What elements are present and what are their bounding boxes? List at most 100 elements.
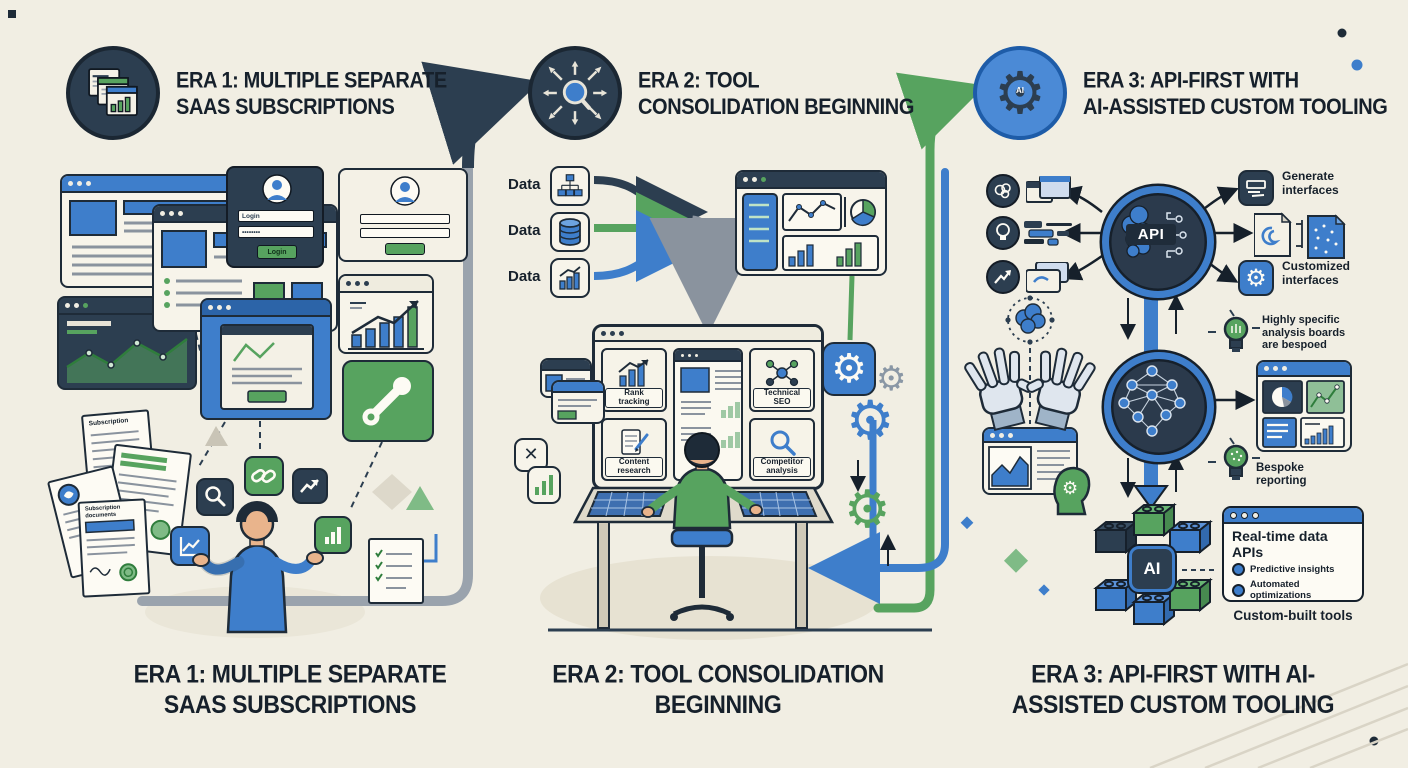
spine-side-arrows xyxy=(1120,294,1184,498)
era1-header: ERA 1: MULTIPLE SEPARATE SAAS SUBSCRIPTI… xyxy=(66,46,447,140)
small-gear-icon: ⚙ xyxy=(876,359,907,399)
brain-icon xyxy=(994,183,1011,199)
module-rank-tracking: Rank tracking xyxy=(601,348,667,412)
gear-icon: ⚙ xyxy=(1245,264,1267,292)
doc-body xyxy=(84,519,138,582)
data-source-chart-tile xyxy=(550,258,590,298)
trend-arrow-icon xyxy=(300,479,319,493)
bullet-icon xyxy=(1232,563,1245,576)
era2-dashboard-window xyxy=(735,170,887,276)
window-titlebar xyxy=(202,300,330,317)
panel-titlebar xyxy=(1224,508,1362,524)
x-icon: ✕ xyxy=(523,444,539,465)
era3-caption-line2: ASSISTED CUSTOM TOOLING xyxy=(1011,689,1335,718)
technical-seo-icon xyxy=(765,359,799,387)
link-icon xyxy=(251,468,276,484)
era3-header-line2: AI-ASSISTED CUSTOM TOOLING xyxy=(1083,95,1388,120)
doc-lines xyxy=(114,452,177,540)
era2-header-title: ERA 2: TOOL CONSOLIDATION BEGINNING xyxy=(638,69,914,121)
panel-content xyxy=(680,367,741,448)
password-field xyxy=(360,228,450,238)
decor-shapes xyxy=(8,10,1408,768)
data-to-monitor-arrow xyxy=(649,215,767,335)
node-link-icon xyxy=(362,377,411,426)
username-field xyxy=(360,214,450,224)
monitor-titlebar xyxy=(595,327,821,342)
data-source-hierarchy-tile xyxy=(550,166,590,206)
gear-icon: ⚙ xyxy=(831,346,867,392)
hierarchy-icon xyxy=(557,174,583,197)
inner-window-content xyxy=(232,342,302,403)
database-icon xyxy=(559,218,581,246)
era3-caption-line1: ERA 3: API-FIRST WITH AI- xyxy=(1031,660,1315,689)
era1-header-title: ERA 1: MULTIPLE SEPARATE SAAS SUBSCRIPTI… xyxy=(176,69,447,121)
ai-chip: AI xyxy=(1129,546,1175,592)
line-chart-icon xyxy=(179,537,200,557)
era2-blue-return-pipe xyxy=(808,168,949,604)
corner-diagonal-lines xyxy=(1149,662,1408,768)
generate-interfaces-label: Generate interfaces xyxy=(1282,169,1339,197)
era2-mini-window-2 xyxy=(551,380,605,424)
era1-to-era2-arrow xyxy=(421,61,541,169)
era2-caption-line2: BEGINNING xyxy=(654,689,782,718)
neural-to-ai-arrowhead xyxy=(1133,485,1169,510)
feature-circle-bulb xyxy=(986,216,1020,250)
avatar-icon xyxy=(262,174,292,204)
api-panel-bullets: Predictive insights Automated optimizati… xyxy=(1224,563,1362,601)
window-titlebar xyxy=(553,382,603,393)
bulb-rays xyxy=(1208,309,1260,463)
era3-bespoke-dashboard xyxy=(1256,360,1352,452)
window-titlebar xyxy=(984,429,1076,443)
trend-arrow-icon xyxy=(994,270,1011,284)
window-titlebar xyxy=(62,176,248,193)
era3-header: ⚙ AI ERA 3: API-FIRST WITH AI-ASSISTED C… xyxy=(973,46,1388,140)
login-button xyxy=(385,243,425,255)
gear-tile: ⚙ xyxy=(822,342,876,396)
data-label-3: Data xyxy=(508,268,541,285)
feature-circle-trend xyxy=(986,260,1020,294)
line-chart-app-tile xyxy=(170,526,210,566)
bullet-text: Automated optimizations xyxy=(1250,579,1312,601)
ai-gear-icon: ⚙ xyxy=(994,59,1046,127)
data-arrow-1 xyxy=(593,175,708,248)
era2-to-era3-arrow xyxy=(873,72,986,613)
era1-caption-line1: ERA 1: MULTIPLE SEPARATE xyxy=(133,660,447,689)
subscription-doc-front: Subscription documents xyxy=(77,498,151,598)
lightbulb-green-1 xyxy=(1223,316,1249,352)
era3-header-title: ERA 3: API-FIRST WITH AI-ASSISTED CUSTOM… xyxy=(1083,69,1388,121)
generate-interfaces-tile xyxy=(1238,170,1274,206)
module-competitor-analysis: Competitor analysis xyxy=(749,417,815,481)
trend-app-tile xyxy=(292,468,328,504)
window-titlebar xyxy=(542,360,590,371)
era2-header-circle xyxy=(528,46,622,140)
data-arrow-3 xyxy=(593,210,708,283)
era1-header-circle xyxy=(66,46,160,140)
era1-header-line2: SAAS SUBSCRIPTIONS xyxy=(176,95,395,120)
window-titlebar xyxy=(340,276,432,293)
lightbulb-icon xyxy=(996,223,1010,240)
login-button-label: Login xyxy=(267,248,287,256)
bullet-text: Predictive insights xyxy=(1250,564,1335,575)
bespoke-reporting-label: Bespoke reporting xyxy=(1256,462,1307,488)
era3-header-circle: ⚙ AI xyxy=(973,46,1067,140)
window-titlebar xyxy=(1258,362,1350,377)
generator-icon xyxy=(1246,180,1266,197)
era2-caption-line1: ERA 2: TOOL CONSOLIDATION xyxy=(552,660,884,689)
monitor-center-panel xyxy=(673,348,743,481)
ai-gear-label: AI xyxy=(1016,86,1024,95)
magnifier-arrows-icon xyxy=(542,60,608,126)
rank-tracking-icon xyxy=(618,359,649,387)
password-field: •••••••• xyxy=(238,226,314,238)
interface-files-pair xyxy=(1254,212,1346,259)
inner-mini-window xyxy=(220,324,314,410)
contract-doc xyxy=(101,443,193,557)
green-gear-icon: ⚙ xyxy=(844,480,891,540)
feature-cards-1 xyxy=(1026,176,1071,203)
era2-monitor: Rank tracking Technical SEO xyxy=(592,324,824,490)
bullet-icon xyxy=(1232,583,1245,597)
avatar-icon xyxy=(390,176,420,206)
era2-mini-window-1 xyxy=(540,358,592,398)
customized-interfaces-label: Customized interfaces xyxy=(1282,259,1351,287)
dashboard-to-gear-line xyxy=(847,275,855,341)
